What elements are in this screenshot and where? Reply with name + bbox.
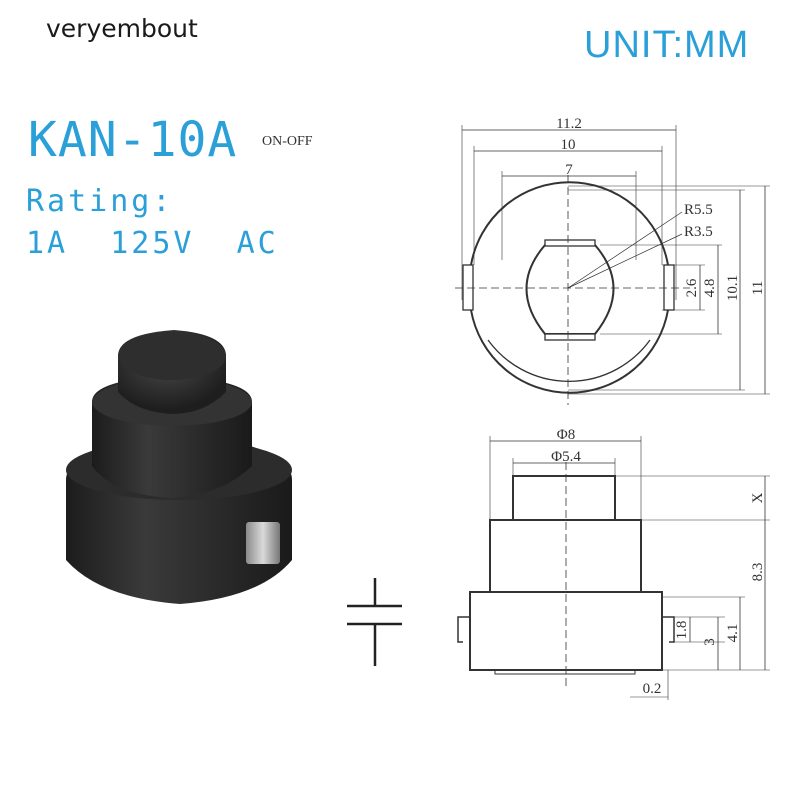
- dim-x: X: [750, 492, 766, 503]
- terminal-icon: [246, 522, 280, 564]
- dim-pin-low: 1.8: [674, 621, 690, 640]
- dim-height-total: 11: [750, 281, 766, 295]
- dia-base: Φ8: [557, 427, 575, 443]
- dim-width-mid: 10: [561, 137, 576, 153]
- dia-button: Φ5.4: [551, 449, 581, 465]
- dim-pin-high: 4.1: [725, 624, 741, 643]
- rating-value: 1A 125V AC: [26, 226, 279, 261]
- switch-photo: [66, 330, 292, 604]
- dim-gap: 0.2: [643, 681, 662, 697]
- dim-height-body: 10.1: [725, 275, 741, 301]
- dim-width-outer: 11.2: [556, 116, 582, 132]
- dim-height-small: 2.6: [684, 278, 700, 297]
- side-view-drawing: [457, 436, 770, 700]
- top-view-drawing: [455, 125, 770, 405]
- switch-symbol-icon: [347, 578, 402, 666]
- model-title: KAN-10A: [28, 112, 238, 168]
- rating-label: Rating:: [26, 184, 174, 219]
- unit-label: UNIT:MM: [584, 24, 750, 66]
- dim-pin-mid: 3: [702, 638, 718, 646]
- dim-height-mid: 4.8: [702, 279, 718, 298]
- dim-width-inner: 7: [565, 162, 573, 178]
- dim-height: 8.3: [750, 563, 766, 582]
- brand-name: veryembout: [46, 14, 198, 43]
- switch-mode-label: ON-OFF: [262, 134, 313, 149]
- radius-inner: R3.5: [684, 224, 713, 240]
- radius-outer: R5.5: [684, 202, 713, 218]
